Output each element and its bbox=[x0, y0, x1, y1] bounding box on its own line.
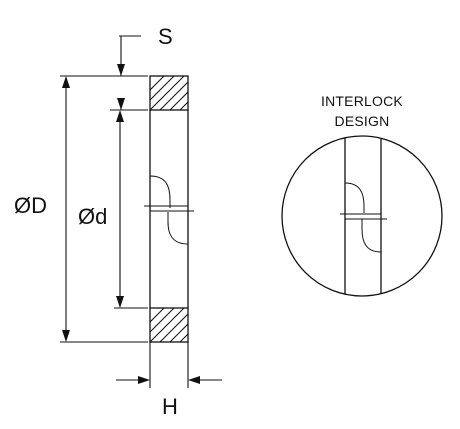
inner-diameter-dimension: Ød bbox=[78, 109, 148, 309]
h-dimension: H bbox=[116, 342, 222, 419]
h-label: H bbox=[162, 394, 178, 419]
s-label: S bbox=[158, 24, 173, 49]
outer-diameter-label: ØD bbox=[14, 193, 47, 218]
ring-section bbox=[144, 75, 194, 343]
interlock-feature bbox=[144, 175, 194, 245]
detail-circle bbox=[281, 135, 443, 297]
bore-wall bbox=[149, 110, 189, 308]
outer-diameter-dimension: ØD bbox=[14, 75, 148, 343]
top-hatched-section bbox=[149, 75, 189, 111]
detail-title-line1: INTERLOCK bbox=[321, 93, 403, 109]
bottom-hatched-section bbox=[149, 307, 189, 343]
inner-diameter-label: Ød bbox=[78, 204, 107, 229]
detail-title-line2: DESIGN bbox=[335, 113, 390, 129]
interlock-detail-view: INTERLOCK DESIGN bbox=[281, 93, 443, 297]
